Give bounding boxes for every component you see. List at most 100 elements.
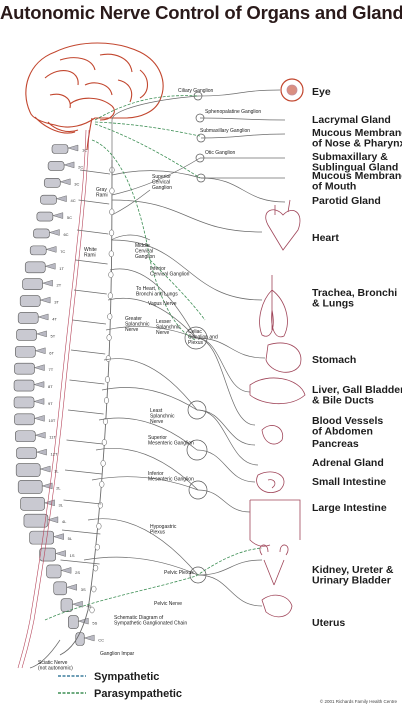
organ-illustrations [249,78,306,618]
chain-ganglion [96,522,102,530]
vertebra [22,278,43,290]
vertebra [33,228,50,239]
rami-communicantes [76,229,109,235]
splanchnic-nerve [110,234,151,241]
ganglion-label: Sciatic Nerve(not autonomic) [38,660,73,672]
vertebral-column [13,144,95,646]
nerve-to-organ [200,133,286,139]
nerve-to-organ [195,337,266,359]
nerve-to-organ [111,239,263,301]
vertebra-process [54,550,66,557]
vertebra [47,161,65,171]
chain-ganglion [103,397,110,404]
organ-label: Pancreas [312,438,359,450]
vertebra-process [48,229,60,236]
organ-label: Large Intestine [312,502,387,514]
vertebra-process [47,516,59,523]
splanchnic-nerve [101,387,198,411]
vertebra [39,547,56,562]
cranial-parasympathetic [94,95,201,179]
vertebra-number: 6T [49,350,54,355]
brain-illustration [25,42,164,151]
vagus-nerve [91,139,206,341]
splanchnic-nerve [109,268,197,339]
splanchnic-nerve [111,157,201,196]
vertebra [13,379,35,392]
splanchnic-nerve [111,189,151,216]
nerve-to-organ [196,409,256,446]
vertebra [19,295,41,307]
vertebra-process [33,381,45,388]
vertebra [15,430,36,443]
vertebra-process [35,448,47,456]
vertebra-number: 3C [74,181,79,186]
nerve-to-organ [197,559,263,576]
chain-ganglion [109,229,115,237]
vertebra-process [39,296,51,304]
organ-label: Adrenal Gland [312,457,384,469]
vertebra-process [52,212,64,219]
vertebra-number: 10T [48,418,55,423]
rami-communicantes [67,409,104,415]
nerve-paths [29,89,286,669]
chain-ganglion [89,606,95,614]
pelvic-parasympathetic [44,547,263,621]
organ-label: Parotid Gland [312,195,381,207]
vertebra [15,345,36,358]
ganglion-label: Ciliary Ganglion [178,88,214,94]
vertebra-process [33,398,45,405]
vertebra-number: 1C [82,148,87,153]
vertebra-number: 3T [54,300,59,305]
vertebra-process [60,567,72,574]
legend: Sympathetic Parasympathetic [58,671,182,700]
vertebra-number: 2S [75,570,80,575]
nerve-to-organ [200,177,286,203]
vertebra-number: 1T [59,266,64,271]
vertebra-process [45,246,57,253]
chain-ganglion [97,501,103,509]
organ-label: Kidney, Ureter &Urinary Bladder [312,564,394,587]
vertebra-number: 4S [86,604,91,609]
vertebra-number: 7T [48,367,53,372]
rami-communicantes [69,379,105,385]
copyright-text: © 2001 Richards Family Health Centre [320,698,398,704]
vertebra-process [77,617,89,625]
vertebra-process [43,499,55,507]
chain-ganglion [94,543,100,551]
ganglion-label: Ganglion Impar [100,651,135,657]
vertebra [68,615,79,629]
legend-sympathetic-label: Sympathetic [94,671,159,683]
vertebra [13,396,35,409]
vertebra-number: 5S [92,621,97,626]
chain-ganglion [93,564,99,572]
vertebra-process [41,279,53,287]
ganglion-label: To Heart,Bronchi and Lungs [136,286,178,298]
vertebra-process [37,313,49,321]
splanchnic-nerve [111,170,202,179]
organ-label: Uterus [312,617,345,629]
vertebra-number: 4T [52,316,57,321]
vertebra-process [55,195,67,202]
chain-ganglion [100,460,106,467]
chain-ganglion [107,313,113,320]
nerve-to-organ [195,337,256,426]
splanchnic-nerve [91,476,199,491]
vertebra-number: 5T [51,333,56,338]
vertebra-process [33,364,45,371]
vertebra [46,564,62,579]
ganglion-label: Pelvic Nerve [154,601,182,607]
chain-ganglion [105,355,111,362]
ganglion-label: Vagus Nerve [148,301,177,307]
rami-communicantes [79,169,111,175]
vertebra-number: 3S [81,587,86,592]
vertebra-process [41,482,53,490]
rami-communicantes [61,529,101,535]
